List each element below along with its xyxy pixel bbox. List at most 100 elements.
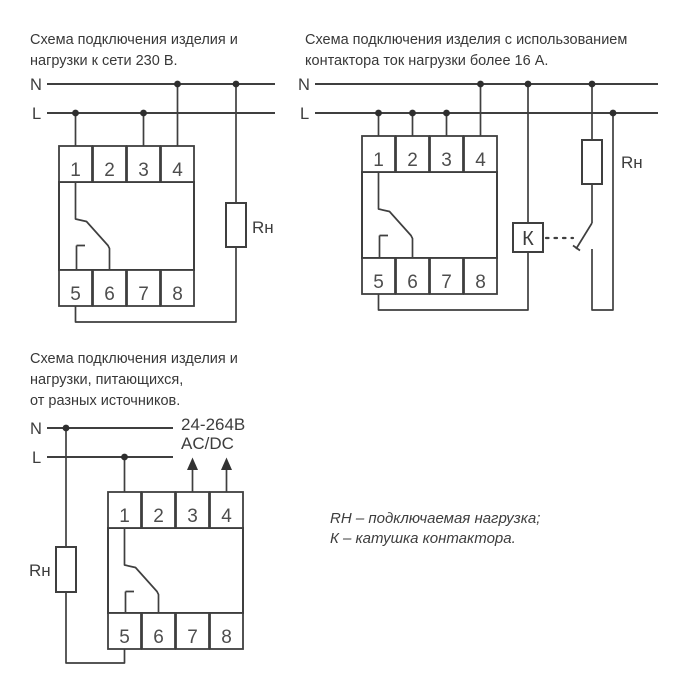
junction-dot [72,109,79,117]
diagram-separate-sources-title: Схема подключения изделия и нагрузки, пи… [30,351,238,409]
load-resistor-label: Rн [252,218,274,237]
line-bus-label: L [32,105,41,123]
junction-dot [232,80,240,88]
relay-contact-stub [75,244,85,270]
supply-arrow-head [187,457,198,470]
terminal-number: 4 [475,150,486,171]
terminal-box-6 [92,269,127,307]
load-resistor-label: Rн [29,561,51,580]
junction-dot [121,453,128,461]
terminal-number: 5 [373,272,384,293]
neutral-bus-label: N [30,420,42,438]
terminal-number: 7 [187,627,198,648]
terminal-number: 5 [70,284,81,305]
relay-body [58,181,195,271]
junction-dot [588,80,596,88]
line-bus-label: L [32,449,41,467]
load-resistor [581,139,603,185]
terminal-number: 4 [221,506,232,527]
terminal-box-7 [126,269,161,307]
junction-dot [609,109,617,117]
junction-dot [443,109,450,117]
relay-body [361,171,498,259]
terminal-box-7 [175,612,210,650]
terminal-number: 3 [187,506,198,527]
diagram-mains-230v: N L 1 2 3 4 5 6 7 8 [30,76,275,323]
supply-type-label: AC/DC [181,434,234,453]
terminal-box-7 [429,257,464,295]
legend-load-line: RH – подключаемая нагрузка; [330,510,541,527]
terminal-box-2 [141,491,176,529]
junction-dot [409,109,416,117]
load-resistor [225,202,247,248]
terminal-number: 4 [172,160,183,181]
legend: RH – подключаемая нагрузка; К – катушка … [330,509,540,549]
legend-coil-line: К – катушка контактора. [330,530,516,547]
terminal-box-1 [107,491,142,529]
terminal-box-2 [92,145,127,183]
contactor-coil-label: К [522,228,534,250]
terminal-number: 6 [104,284,115,305]
terminal-number: 1 [373,150,384,171]
terminal-box-2 [395,135,430,173]
junction-dot [477,80,484,88]
terminal-number: 8 [221,627,232,648]
terminal-number: 1 [119,506,130,527]
diagram-separate-sources: N L 24-264В AC/DC 1 2 3 [29,415,245,664]
contactor-coil-box [512,222,544,253]
neutral-bus-label: N [30,76,42,94]
line-bus-label: L [300,105,309,123]
diagram-230v-title: Схема подключения изделия и нагрузки к с… [30,32,238,69]
supply-voltage-label: 24-264В [181,415,245,434]
diagram-contactor-title: Схема подключения изделия с использовани… [305,32,628,69]
terminal-box-4 [463,135,498,173]
terminal-box-5 [58,269,93,307]
load-resistor [55,546,77,593]
load-return-wire [65,592,126,664]
junction-dot [140,109,147,117]
terminal-box-3 [429,135,464,173]
terminal-number: 7 [138,284,149,305]
terminal-box-3 [175,491,210,529]
terminal-box-8 [209,612,244,650]
terminal-number: 8 [475,272,486,293]
terminal-box-4 [160,145,195,183]
terminal-number: 2 [153,506,164,527]
load-resistor-label: Rн [621,153,643,172]
junction-dot [524,80,532,88]
terminal5-load-return-wire [74,247,237,323]
relay-contact-stub [124,590,134,613]
terminal-box-1 [361,135,396,173]
terminal-box-8 [160,269,195,307]
terminal5-coil-wire [377,252,529,311]
terminal-number: 8 [172,284,183,305]
junction-dot [174,80,181,88]
terminal-number: 3 [441,150,452,171]
terminal-number: 5 [119,627,130,648]
contactor-contact-blade [575,222,593,250]
diagram-contactor-16a: N L 1 2 3 4 5 6 [298,76,658,311]
line-return-wire [591,113,614,311]
terminal-box-8 [463,257,498,295]
relay-body [107,527,244,614]
terminal-number: 6 [153,627,164,648]
terminal-number: 6 [407,272,418,293]
supply-arrow-head [221,457,232,470]
terminal-box-4 [209,491,244,529]
junction-dot [62,424,70,432]
terminal-box-3 [126,145,161,183]
relay-switch-blade [123,528,160,613]
terminal-box-5 [107,612,142,650]
relay-switch-blade [377,172,414,258]
relay-switch-blade [74,182,111,270]
terminal-box-5 [361,257,396,295]
contactor-contact-tick [572,244,581,252]
relay-contact-stub [378,234,388,258]
terminal-number: 2 [104,160,115,181]
junction-dot [375,109,382,117]
terminal-box-6 [395,257,430,295]
terminal-number: 3 [138,160,149,181]
neutral-bus-label: N [298,76,310,94]
